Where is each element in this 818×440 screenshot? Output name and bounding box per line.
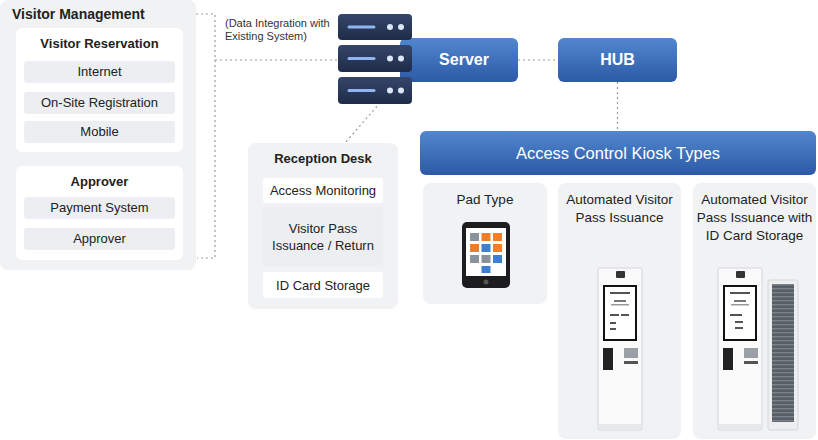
server-light — [349, 89, 374, 92]
node-label: Pad Type — [426, 191, 544, 209]
node-label: Approver — [16, 174, 183, 190]
option-pill: Internet — [24, 61, 175, 83]
kiosk-card: Automated Visitor Pass Issuance with ID … — [693, 183, 816, 439]
node-label: Automated Visitor Pass Issuance with ID … — [696, 191, 813, 245]
integration-bracket — [197, 60, 215, 258]
server-light — [349, 57, 374, 60]
node-label: Visitor Management — [12, 5, 196, 23]
function-box: Visitor Pass Issuance / Return — [263, 207, 383, 267]
node-label: On-Site Registration — [41, 95, 158, 111]
node-label: Visitor Reservation — [16, 36, 183, 52]
category-band: Access Control Kiosk Types — [420, 131, 816, 175]
dotted-connector — [196, 14, 400, 60]
node-label: Visitor Pass Issuance / Return — [269, 220, 377, 254]
node-label: Approver — [73, 231, 126, 247]
server-box: Server — [400, 38, 518, 82]
group-panel: Reception DeskAccess MonitoringVisitor P… — [248, 143, 398, 309]
option-pill: On-Site Registration — [24, 92, 175, 114]
group-box: ApproverPayment SystemApprover — [16, 166, 183, 260]
server-dot — [387, 56, 393, 62]
connector-label: (Data Integration with Existing System) — [225, 17, 337, 43]
node-label: Access Monitoring — [270, 182, 376, 199]
dotted-connector — [518, 59, 558, 60]
hub-box: HUB — [558, 38, 677, 82]
option-pill: Mobile — [24, 121, 175, 143]
group-box: Visitor ReservationInternetOn-Site Regis… — [16, 28, 183, 152]
node-label: Access Control Kiosk Types — [516, 143, 720, 163]
function-box: Access Monitoring — [263, 178, 383, 203]
node-label: Automated Visitor Pass Issuance — [561, 191, 678, 227]
node-label: Mobile — [80, 124, 118, 140]
server-dot — [398, 88, 404, 94]
group-panel: Visitor ManagementVisitor ReservationInt… — [0, 0, 196, 270]
dotted-connector — [345, 80, 400, 143]
kiosk-card: Automated Visitor Pass Issuance — [558, 183, 681, 439]
node-label: ID Card Storage — [276, 277, 370, 294]
node-label: Payment System — [50, 200, 148, 216]
function-box: ID Card Storage — [263, 272, 383, 298]
kiosk-card: Pad Type — [423, 183, 547, 304]
option-pill: Approver — [24, 228, 175, 250]
server-light — [349, 26, 374, 29]
node-label: Reception Desk — [248, 151, 398, 167]
server-dot — [387, 24, 393, 30]
node-label: Server — [439, 50, 489, 70]
server-dot — [398, 24, 404, 30]
dotted-connector — [617, 82, 618, 131]
node-label: Internet — [77, 64, 121, 80]
node-label: HUB — [600, 50, 635, 70]
server-rack — [338, 77, 412, 104]
server-rack — [338, 14, 412, 40]
option-pill: Payment System — [24, 197, 175, 219]
server-dot — [387, 88, 393, 94]
